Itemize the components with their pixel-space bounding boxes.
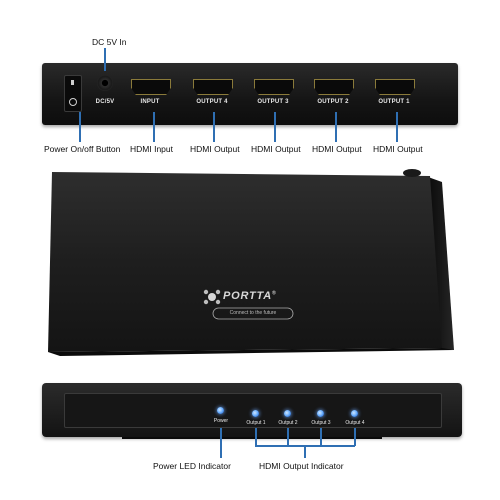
- callout-line-output-stem: [304, 445, 306, 458]
- logo-brand: PORTTA®: [223, 290, 277, 302]
- callout-line-hdmi-input: [153, 112, 155, 142]
- output-1-led: [252, 410, 259, 417]
- callout-line-output-1: [255, 428, 257, 446]
- port-label-output-4: OUTPUT 4: [196, 99, 228, 105]
- output-2-led-label: Output 2: [278, 420, 298, 426]
- callout-power-button: Power On/off Button: [44, 144, 121, 154]
- callout-hdmi-output-1: HDMI Output: [373, 144, 423, 154]
- front-panel-foot: [122, 437, 382, 439]
- hdmi-port-output-3[interactable]: [254, 79, 294, 95]
- output-3-led-label: Output 3: [311, 420, 331, 426]
- dc-label: DC/5V: [95, 99, 115, 105]
- back-panel: DC/5V INPUT OUTPUT 4 OUTPUT 3 OUTPUT 2 O…: [42, 63, 458, 125]
- callout-hdmi-output-4: HDMI Output: [190, 144, 240, 154]
- device-top-face: [48, 172, 442, 352]
- hdmi-port-output-1[interactable]: [375, 79, 415, 95]
- callout-line-hdmi-output-1: [396, 112, 398, 142]
- hdmi-port-output-4[interactable]: [193, 79, 233, 95]
- callout-line-dc-in: [104, 48, 106, 71]
- port-label-input: INPUT: [140, 99, 160, 105]
- callout-dc-in: DC 5V In: [92, 37, 127, 47]
- power-led: [217, 407, 224, 414]
- callout-line-hdmi-output-3: [274, 112, 276, 142]
- callout-line-power: [79, 112, 81, 142]
- callout-line-output-4: [354, 428, 356, 446]
- callout-hdmi-output-2: HDMI Output: [312, 144, 362, 154]
- power-led-label: Power: [213, 418, 229, 424]
- port-label-output-3: OUTPUT 3: [257, 99, 289, 105]
- callout-power-led: Power LED Indicator: [153, 461, 231, 471]
- dc-jack[interactable]: [97, 75, 113, 91]
- hdmi-port-input[interactable]: [131, 79, 171, 95]
- device-bottom-edge: [48, 348, 454, 356]
- output-1-led-label: Output 1: [246, 420, 266, 426]
- callout-line-hdmi-output-2: [335, 112, 337, 142]
- callout-hdmi-output-3: HDMI Output: [251, 144, 301, 154]
- hdmi-port-output-2[interactable]: [314, 79, 354, 95]
- logo-trademark: ®: [272, 290, 277, 297]
- output-4-led-label: Output 4: [345, 420, 365, 426]
- device-side-face: [428, 177, 454, 350]
- power-switch-on-mark: [71, 80, 74, 85]
- device-knob: [403, 169, 421, 177]
- port-label-output-2: OUTPUT 2: [317, 99, 349, 105]
- power-switch[interactable]: [64, 75, 82, 112]
- callout-hdmi-output-indicator: HDMI Output Indicator: [259, 461, 344, 471]
- callout-line-power-led: [220, 428, 222, 458]
- power-switch-off-mark: [69, 98, 77, 106]
- tagline-outline: [212, 307, 294, 320]
- callout-line-output-2: [287, 428, 289, 446]
- callout-line-hdmi-output-4: [213, 112, 215, 142]
- callout-line-output-3: [320, 428, 322, 446]
- output-4-led: [351, 410, 358, 417]
- callout-hdmi-input: HDMI Input: [130, 144, 173, 154]
- port-label-output-1: OUTPUT 1: [378, 99, 410, 105]
- portta-logo-icon: [203, 289, 221, 305]
- front-panel: [42, 383, 462, 439]
- output-2-led: [284, 410, 291, 417]
- logo-tagline: Connect to the future: [229, 310, 277, 316]
- logo-brand-text: PORTTA: [223, 290, 273, 302]
- output-3-led: [317, 410, 324, 417]
